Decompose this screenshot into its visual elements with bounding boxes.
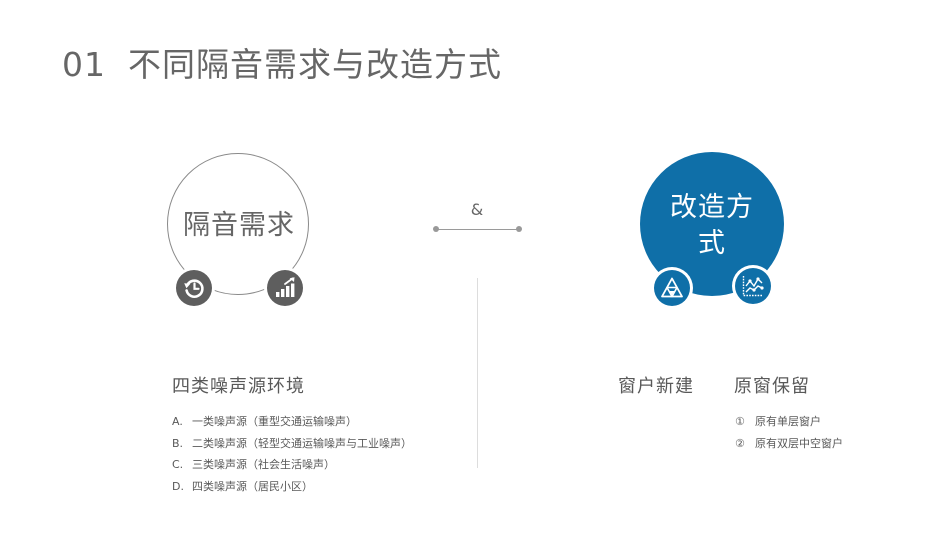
triangle-icon-badge (654, 270, 690, 306)
needs-circle (167, 153, 309, 295)
list-marker: A. (172, 415, 183, 428)
needs-circle-label: 隔音需求 (183, 210, 295, 241)
bar-chart-growth-icon (276, 277, 295, 297)
renovation-label-line2: 式 (698, 228, 726, 259)
history-icon (184, 279, 204, 298)
section-number: 01 (62, 45, 106, 84)
list-marker: ② (735, 436, 745, 450)
list-item-text: 三类噪声源（社会生活噪声） (192, 458, 335, 471)
page-title: 01 不同隔音需求与改造方式 (62, 38, 502, 86)
list-item-text: 一类噪声源（重型交通运输噪声） (192, 415, 357, 428)
list-item-text: 二类噪声源（轻型交通运输噪声与工业噪声） (192, 436, 412, 450)
ampersand-symbol: & (470, 200, 484, 219)
list-item-text: 原有双层中空窗户 (755, 436, 843, 450)
list-marker: C. (172, 458, 184, 471)
renovation-label-line1: 改造方 (670, 192, 754, 223)
list-item: ① 原有单层窗户 (735, 411, 843, 433)
connector-dot-right (516, 226, 522, 232)
triangle-pyramid-icon (661, 277, 683, 298)
line-chart-icon (742, 276, 764, 297)
list-item: A. 一类噪声源（重型交通运输噪声） (172, 411, 412, 433)
list-item-text: 原有单层窗户 (755, 415, 821, 428)
list-item: C. 三类噪声源（社会生活噪声） (172, 454, 412, 476)
history-icon-badge (176, 270, 212, 306)
noise-source-heading: 四类噪声源环境 (172, 376, 305, 397)
connector-line (436, 229, 520, 230)
list-item: D. 四类噪声源（居民小区） (172, 476, 412, 498)
list-item: B. 二类噪声源（轻型交通运输噪声与工业噪声） (172, 433, 412, 455)
list-item: ② 原有双层中空窗户 (735, 433, 843, 455)
renovation-circle-label: 改造方 式 (640, 190, 784, 262)
list-marker: B. (172, 436, 184, 450)
line-chart-icon-badge (735, 268, 771, 304)
keep-window-list: ① 原有单层窗户 ② 原有双层中空窗户 (735, 411, 843, 454)
title-text: 不同隔音需求与改造方式 (128, 45, 502, 84)
list-marker: D. (172, 479, 184, 493)
keep-window-heading: 原窗保留 (734, 376, 810, 397)
vertical-divider (477, 278, 478, 468)
growth-chart-icon-badge (267, 270, 303, 306)
noise-source-list: A. 一类噪声源（重型交通运输噪声） B. 二类噪声源（轻型交通运输噪声与工业噪声）… (172, 411, 412, 497)
list-marker: ① (735, 415, 745, 428)
connector-dot-left (433, 226, 439, 232)
list-item-text: 四类噪声源（居民小区） (192, 479, 313, 493)
new-window-heading: 窗户新建 (618, 376, 694, 397)
